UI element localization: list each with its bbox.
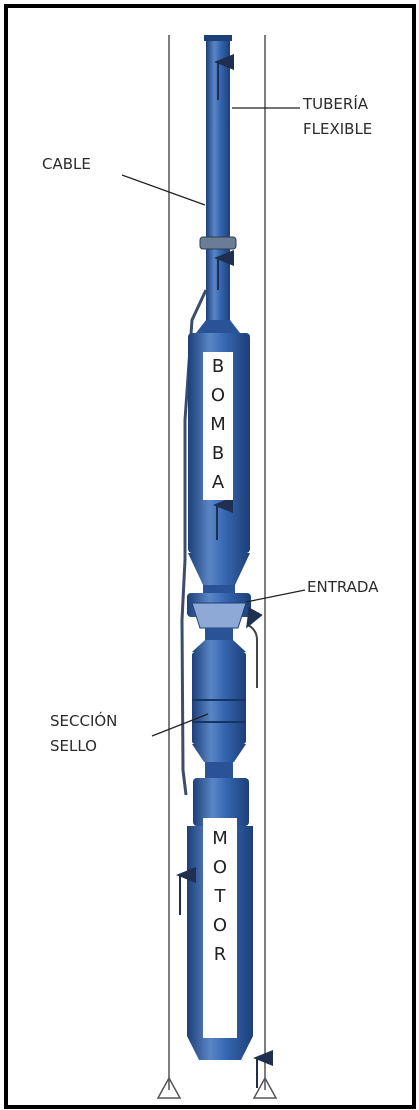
motor-letter-5: R	[213, 944, 227, 965]
pump-letter-2: O	[210, 385, 226, 406]
pump-letter-5: A	[211, 472, 225, 493]
label-coiled-tubing-line1: TUBERÍA	[303, 95, 369, 113]
leader-seal	[151, 713, 209, 737]
flow-arrow-intake	[246, 607, 263, 688]
tubing-collar	[199, 236, 237, 250]
label-seal-section-line1: SECCIÓN	[50, 712, 118, 730]
label-seal-section-line2: SELLO	[50, 737, 97, 755]
leader-intake	[245, 589, 306, 603]
pump-head	[196, 320, 240, 333]
pump-letter-3: M	[210, 414, 226, 435]
intake-screen	[191, 602, 247, 629]
power-cable	[180, 289, 208, 796]
pump-letter-1: B	[211, 356, 225, 377]
motor-bottom-taper	[187, 1036, 253, 1060]
motor-letter-4: O	[212, 915, 228, 936]
seal-section-body	[192, 652, 246, 744]
label-intake: ENTRADA	[307, 578, 379, 596]
casing-foot-left	[156, 1076, 182, 1099]
casing-foot-right	[252, 1076, 278, 1099]
leader-cable	[121, 174, 206, 206]
motor-head	[193, 778, 249, 826]
seal-motor-neck	[205, 762, 233, 778]
pump-lower-taper	[188, 553, 250, 585]
tubing-cap	[204, 35, 232, 41]
pump-letter-4: B	[211, 443, 225, 464]
intake-lower-neck	[205, 628, 233, 640]
label-cable: CABLE	[42, 155, 91, 173]
intake-neck	[203, 585, 235, 593]
motor-letter-2: O	[212, 857, 228, 878]
motor-label-box: M O T O R	[203, 818, 237, 1038]
motor-letter-3: T	[214, 886, 226, 907]
seal-bottom-taper	[192, 744, 246, 762]
pump-label-box: B O M B A	[203, 352, 233, 500]
seal-top-taper	[192, 640, 246, 652]
label-coiled-tubing-line2: FLEXIBLE	[303, 120, 373, 138]
motor-letter-1: M	[212, 828, 228, 849]
